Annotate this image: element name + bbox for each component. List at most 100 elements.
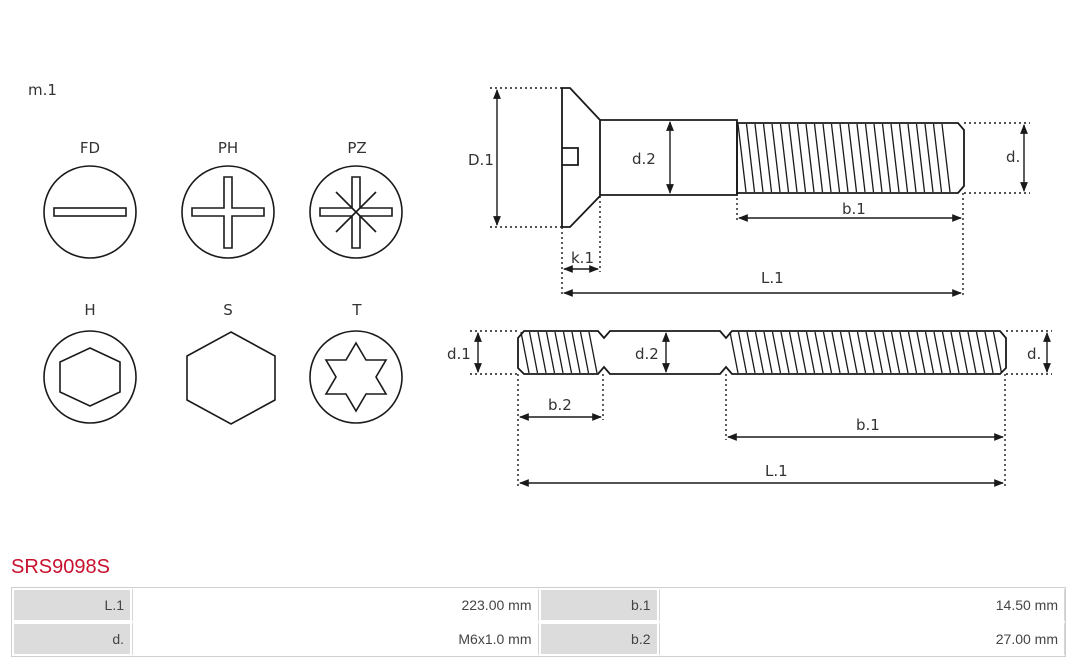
thread-line — [520, 331, 530, 374]
thread-line — [805, 331, 816, 374]
head-label-pz: PZ — [347, 139, 366, 157]
spec-key: d. — [12, 622, 132, 656]
screw-thread-lines — [737, 123, 951, 193]
thread-line — [881, 123, 892, 193]
thread-line — [813, 123, 824, 193]
thread-line — [932, 123, 943, 193]
dimension-lines — [474, 89, 1051, 487]
thread-line — [588, 331, 598, 374]
thread-line — [788, 123, 798, 193]
thread-line — [737, 123, 747, 193]
spec-key: b.1 — [538, 588, 659, 622]
thread-line — [933, 331, 943, 374]
thread-line — [890, 123, 900, 193]
thread-line — [907, 123, 917, 193]
extension-lines — [470, 87, 1052, 486]
head-label-h: H — [84, 301, 95, 319]
screw-slot — [562, 147, 579, 166]
spec-value: M6x1.0 mm — [132, 622, 539, 656]
thread-line — [763, 331, 773, 374]
thread-line — [848, 331, 858, 374]
thread-line — [864, 123, 875, 193]
thread-line — [941, 123, 951, 193]
thread-line — [745, 123, 756, 193]
spec-value: 14.50 mm — [658, 588, 1065, 622]
dim-label-stud-d: d. — [1027, 345, 1041, 363]
table-row: d. M6x1.0 mm b.2 27.00 mm — [12, 622, 1065, 656]
thread-line — [899, 331, 909, 374]
thread-line — [537, 331, 547, 374]
slotted-drive-icon — [43, 165, 137, 259]
dim-label-stud-b2: b.2 — [548, 396, 572, 414]
stud-thread-lines — [520, 331, 1003, 374]
thread-line — [796, 123, 807, 193]
thread-line — [839, 331, 850, 374]
thread-line — [915, 123, 926, 193]
thread-line — [729, 331, 739, 374]
table-row: L.1 223.00 mm b.1 14.50 mm — [12, 588, 1065, 622]
thread-line — [779, 123, 790, 193]
thread-line — [916, 331, 926, 374]
dim-label-stud-d1: d.1 — [447, 345, 471, 363]
torx-drive-icon — [309, 330, 403, 424]
screw-thread-outline — [736, 122, 965, 194]
thread-line — [975, 331, 986, 374]
thread-line — [950, 331, 960, 374]
thread-line — [737, 331, 748, 374]
technical-drawing: m.1 FD — [28, 81, 1052, 487]
hex-socket-drive-icon — [43, 330, 137, 424]
dim-label-screw-d: d. — [1006, 148, 1020, 166]
screw-shank — [600, 119, 738, 196]
spec-key: b.2 — [538, 622, 659, 656]
thread-line — [984, 331, 994, 374]
thread-line — [797, 331, 807, 374]
dim-label-screw-d2: d.2 — [632, 150, 656, 168]
hex-head-icon — [186, 331, 276, 425]
thread-line — [562, 331, 573, 374]
product-code: SRS9098S — [11, 556, 110, 578]
thread-line — [780, 331, 790, 374]
spec-value: 223.00 mm — [132, 588, 539, 622]
thread-line — [579, 331, 590, 374]
thread-line — [856, 123, 866, 193]
thread-line — [873, 331, 884, 374]
thread-line — [839, 123, 849, 193]
thread-line — [528, 331, 539, 374]
thread-line — [865, 331, 875, 374]
dim-label-screw-L1: L.1 — [761, 269, 784, 287]
pozidriv-drive-icon — [309, 165, 403, 259]
thread-line — [771, 331, 782, 374]
thread-line — [967, 331, 977, 374]
dim-label-screw-k1: k.1 — [571, 249, 594, 267]
thread-line — [805, 123, 815, 193]
spec-value: 27.00 mm — [658, 622, 1065, 656]
thread-line — [545, 331, 556, 374]
dim-label-stud-L1: L.1 — [765, 462, 788, 480]
thread-line — [890, 331, 901, 374]
thread-line — [882, 331, 892, 374]
head-label-fd: FD — [80, 139, 100, 157]
thread-line — [788, 331, 799, 374]
spec-key: L.1 — [12, 588, 132, 622]
thread-line — [771, 123, 781, 193]
dim-label-screw-D1: D.1 — [468, 151, 494, 169]
thread-line — [958, 331, 969, 374]
thread-line — [924, 331, 935, 374]
head-label-ph: PH — [218, 139, 238, 157]
thread-line — [830, 123, 841, 193]
head-label-t: T — [351, 301, 362, 319]
stud-drawing — [517, 330, 1007, 375]
thread-line — [554, 331, 564, 374]
spec-table: L.1 223.00 mm b.1 14.50 mm d. M6x1.0 mm … — [11, 587, 1066, 657]
dim-label-screw-b1: b.1 — [842, 200, 866, 218]
phillips-drive-icon — [181, 165, 275, 259]
thread-line — [822, 331, 833, 374]
thread-line — [847, 123, 858, 193]
thread-line — [856, 331, 867, 374]
model-label: m.1 — [28, 81, 57, 99]
thread-line — [822, 123, 832, 193]
thread-line — [571, 331, 581, 374]
thread-line — [762, 123, 773, 193]
head-label-s: S — [223, 301, 233, 319]
stud-outline — [517, 330, 1007, 375]
